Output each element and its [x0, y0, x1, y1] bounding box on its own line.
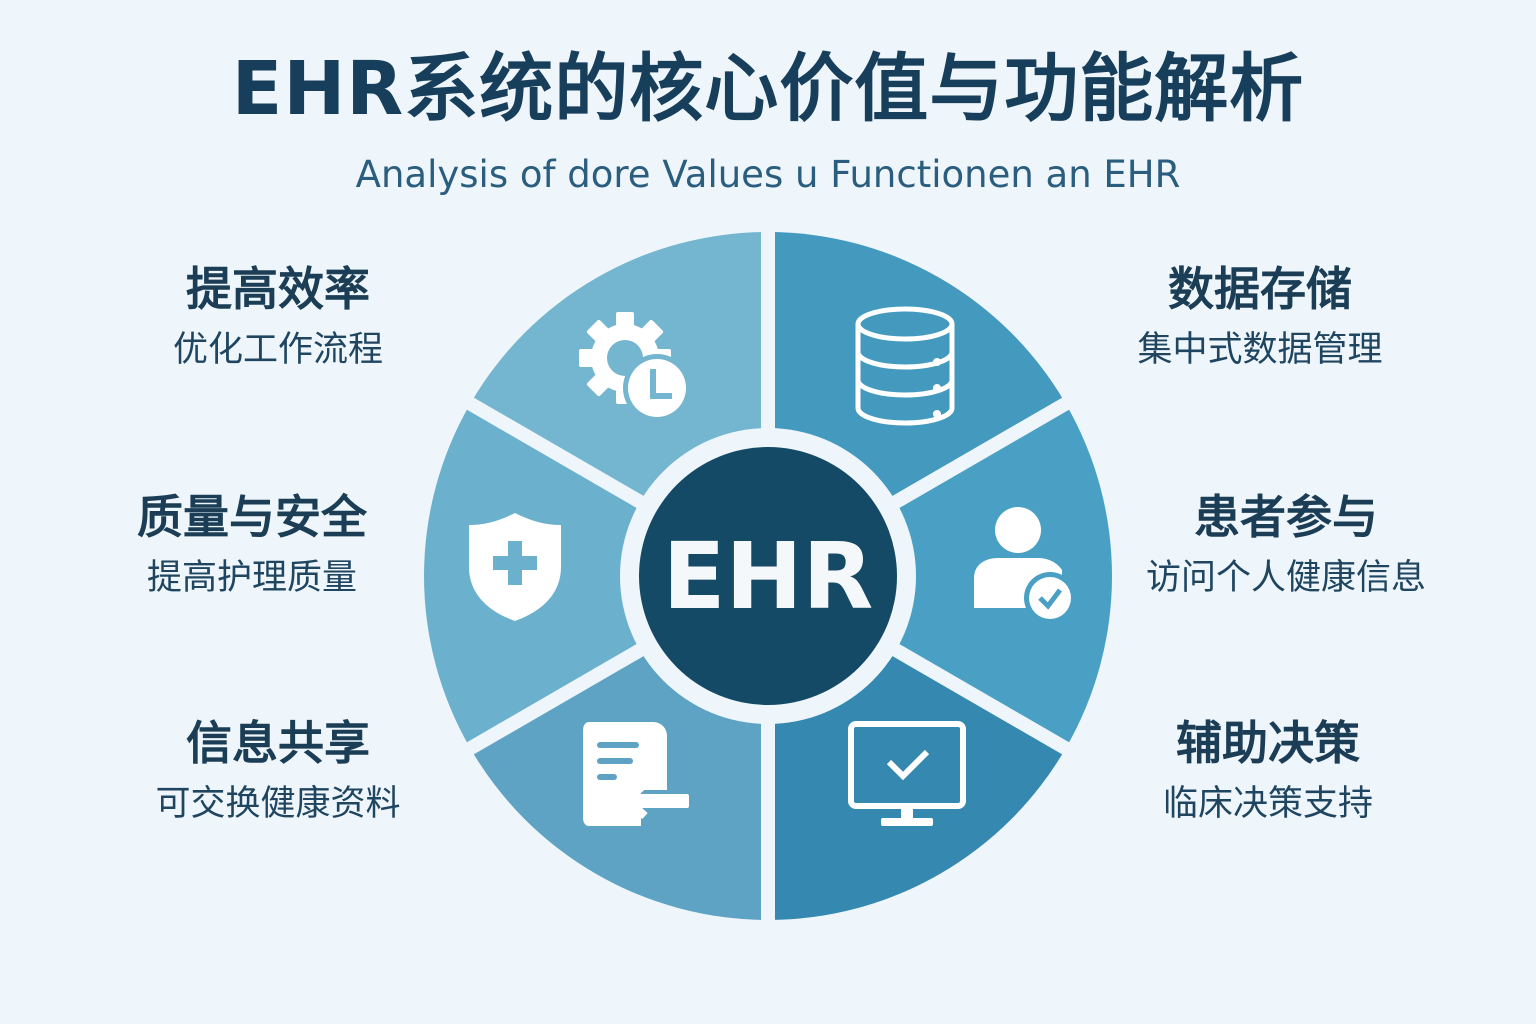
user-check-icon — [974, 507, 1076, 624]
label-description: 访问个人健康信息 — [1145, 558, 1426, 599]
page-title: EHR系统的核心价值与功能解析 — [231, 46, 1305, 132]
label-quality-safety: 质量与安全 提高护理质量 — [82, 490, 422, 599]
center-label: EHR — [663, 523, 874, 630]
page-subtitle: Analysis of dore Values u Functionen an … — [355, 153, 1181, 196]
segment-quality-safety — [424, 404, 768, 748]
label-heading: 质量与安全 — [137, 490, 367, 544]
label-heading: 数据存储 — [1168, 262, 1352, 316]
shield-plus-icon — [469, 513, 561, 621]
monitor-check-icon — [848, 721, 966, 826]
label-description: 临床决策支持 — [1162, 784, 1373, 825]
segment-patient-engagement — [768, 404, 1112, 748]
label-info-sharing: 信息共享 可交换健康资料 — [108, 716, 448, 825]
label-description: 可交换健康资料 — [155, 784, 401, 825]
label-patient-engagement: 患者参与 访问个人健康信息 — [1096, 490, 1476, 599]
document-import-icon — [583, 722, 689, 826]
label-decision-support: 辅助决策 临床决策支持 — [1098, 716, 1438, 825]
label-heading: 患者参与 — [1194, 490, 1378, 544]
database-icon — [855, 306, 955, 426]
label-description: 提高护理质量 — [146, 558, 357, 599]
label-data-storage: 数据存储 集中式数据管理 — [1090, 262, 1430, 371]
label-heading: 提高效率 — [186, 262, 370, 316]
label-description: 优化工作流程 — [172, 330, 383, 371]
label-efficiency: 提高效率 优化工作流程 — [108, 262, 448, 371]
center-badge — [639, 447, 897, 705]
label-description: 集中式数据管理 — [1137, 330, 1383, 371]
label-heading: 辅助决策 — [1176, 716, 1360, 770]
label-heading: 信息共享 — [186, 716, 370, 770]
gear-clock-icon — [579, 312, 691, 422]
